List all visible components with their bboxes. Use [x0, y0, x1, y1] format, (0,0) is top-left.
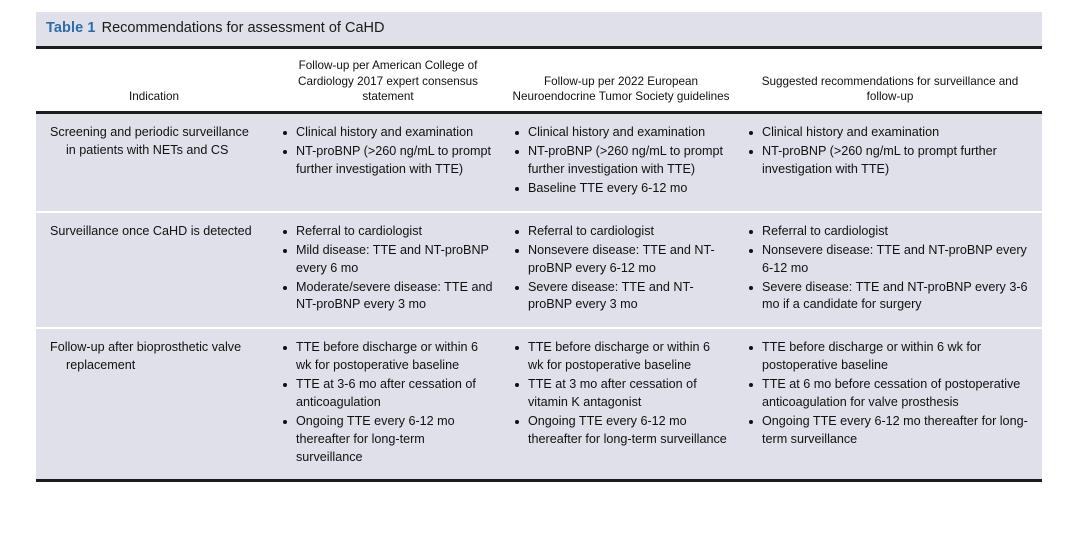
list-item: NT-proBNP (>260 ng/mL to prompt further …	[748, 143, 1032, 179]
list-item: TTE at 3-6 mo after cessation of anticoa…	[282, 376, 494, 412]
list-item: NT-proBNP (>260 ng/mL to prompt further …	[514, 143, 728, 179]
list-item: Nonsevere disease: TTE and NT-proBNP eve…	[514, 242, 728, 278]
list-item: Ongoing TTE every 6-12 mo thereafter for…	[514, 413, 728, 449]
cell-acc: Clinical history and examination NT-proB…	[272, 114, 504, 211]
cell-indication: Screening and periodic surveillance in p…	[36, 114, 272, 211]
column-header-suggested: Suggested recommendations for surveillan…	[761, 74, 1019, 103]
list-item: Moderate/severe disease: TTE and NT-proB…	[282, 279, 494, 315]
list-item: TTE at 6 mo before cessation of postoper…	[748, 376, 1032, 412]
table-row: Surveillance once CaHD is detected Refer…	[36, 212, 1042, 330]
bullet-list: TTE before discharge or within 6 wk for …	[282, 339, 494, 466]
list-item: TTE at 3 mo after cessation of vitamin K…	[514, 376, 728, 412]
cell-enets: TTE before discharge or within 6 wk for …	[504, 329, 738, 479]
bullet-list: Clinical history and examination NT-proB…	[282, 124, 494, 179]
table-bottom-rule	[36, 479, 1042, 483]
list-item: Referral to cardiologist	[514, 223, 728, 241]
table-row: Screening and periodic surveillance in p…	[36, 114, 1042, 213]
bullet-list: Clinical history and examination NT-proB…	[514, 124, 728, 198]
cell-indication: Surveillance once CaHD is detected	[36, 213, 272, 327]
list-item: Clinical history and examination	[514, 124, 728, 142]
table-caption: Table 1 Recommendations for assessment of…	[36, 12, 1042, 47]
column-header-indication: Indication	[128, 89, 180, 103]
bullet-list: TTE before discharge or within 6 wk for …	[748, 339, 1032, 448]
header-rule	[36, 111, 1042, 115]
indication-text: Surveillance once CaHD is detected	[50, 223, 252, 238]
bullet-list: Referral to cardiologist Mild disease: T…	[282, 223, 494, 314]
list-item: Clinical history and examination	[748, 124, 1032, 142]
list-item: TTE before discharge or within 6 wk for …	[282, 339, 494, 375]
table-title-text: Recommendations for assessment of CaHD	[101, 20, 385, 36]
cell-suggested: Clinical history and examination NT-proB…	[738, 114, 1042, 211]
bullet-list: Clinical history and examination NT-proB…	[748, 124, 1032, 179]
bullet-list: Referral to cardiologist Nonsevere disea…	[514, 223, 728, 314]
list-item: Referral to cardiologist	[748, 223, 1032, 241]
cell-suggested: TTE before discharge or within 6 wk for …	[738, 329, 1042, 479]
list-item: Severe disease: TTE and NT-proBNP every …	[514, 279, 728, 315]
list-item: Nonsevere disease: TTE and NT-proBNP eve…	[748, 242, 1032, 278]
indication-text: Screening and periodic surveillance in p…	[50, 125, 249, 158]
bullet-list: Referral to cardiologist Nonsevere disea…	[748, 223, 1032, 314]
list-item: Ongoing TTE every 6-12 mo thereafter for…	[282, 413, 494, 467]
list-item: Severe disease: TTE and NT-proBNP every …	[748, 279, 1032, 315]
table-header-row: Indication Follow-up per American Colleg…	[36, 49, 1042, 112]
bullet-list: TTE before discharge or within 6 wk for …	[514, 339, 728, 448]
list-item: Ongoing TTE every 6-12 mo thereafter for…	[748, 413, 1032, 449]
list-item: NT-proBNP (>260 ng/mL to prompt further …	[282, 143, 494, 179]
cell-suggested: Referral to cardiologist Nonsevere disea…	[738, 213, 1042, 327]
cell-acc: Referral to cardiologist Mild disease: T…	[272, 213, 504, 327]
caption-rule	[36, 46, 1042, 50]
table-number-label: Table 1	[46, 20, 96, 36]
column-header-acc: Follow-up per American College of Cardio…	[298, 59, 478, 103]
cell-enets: Clinical history and examination NT-proB…	[504, 114, 738, 211]
table-container: Table 1 Recommendations for assessment of…	[36, 12, 1042, 483]
indication-text: Follow-up after bioprosthetic valve repl…	[50, 340, 242, 373]
table-body: Screening and periodic surveillance in p…	[36, 114, 1042, 480]
table-row: Follow-up after bioprosthetic valve repl…	[36, 329, 1042, 480]
cell-indication: Follow-up after bioprosthetic valve repl…	[36, 329, 272, 479]
cell-acc: TTE before discharge or within 6 wk for …	[272, 329, 504, 479]
cell-enets: Referral to cardiologist Nonsevere disea…	[504, 213, 738, 327]
column-header-enets: Follow-up per 2022 European Neuroendocri…	[512, 74, 730, 103]
list-item: Baseline TTE every 6-12 mo	[514, 180, 728, 198]
list-item: TTE before discharge or within 6 wk for …	[748, 339, 1032, 375]
list-item: Mild disease: TTE and NT-proBNP every 6 …	[282, 242, 494, 278]
list-item: Referral to cardiologist	[282, 223, 494, 241]
list-item: TTE before discharge or within 6 wk for …	[514, 339, 728, 375]
list-item: Clinical history and examination	[282, 124, 494, 142]
